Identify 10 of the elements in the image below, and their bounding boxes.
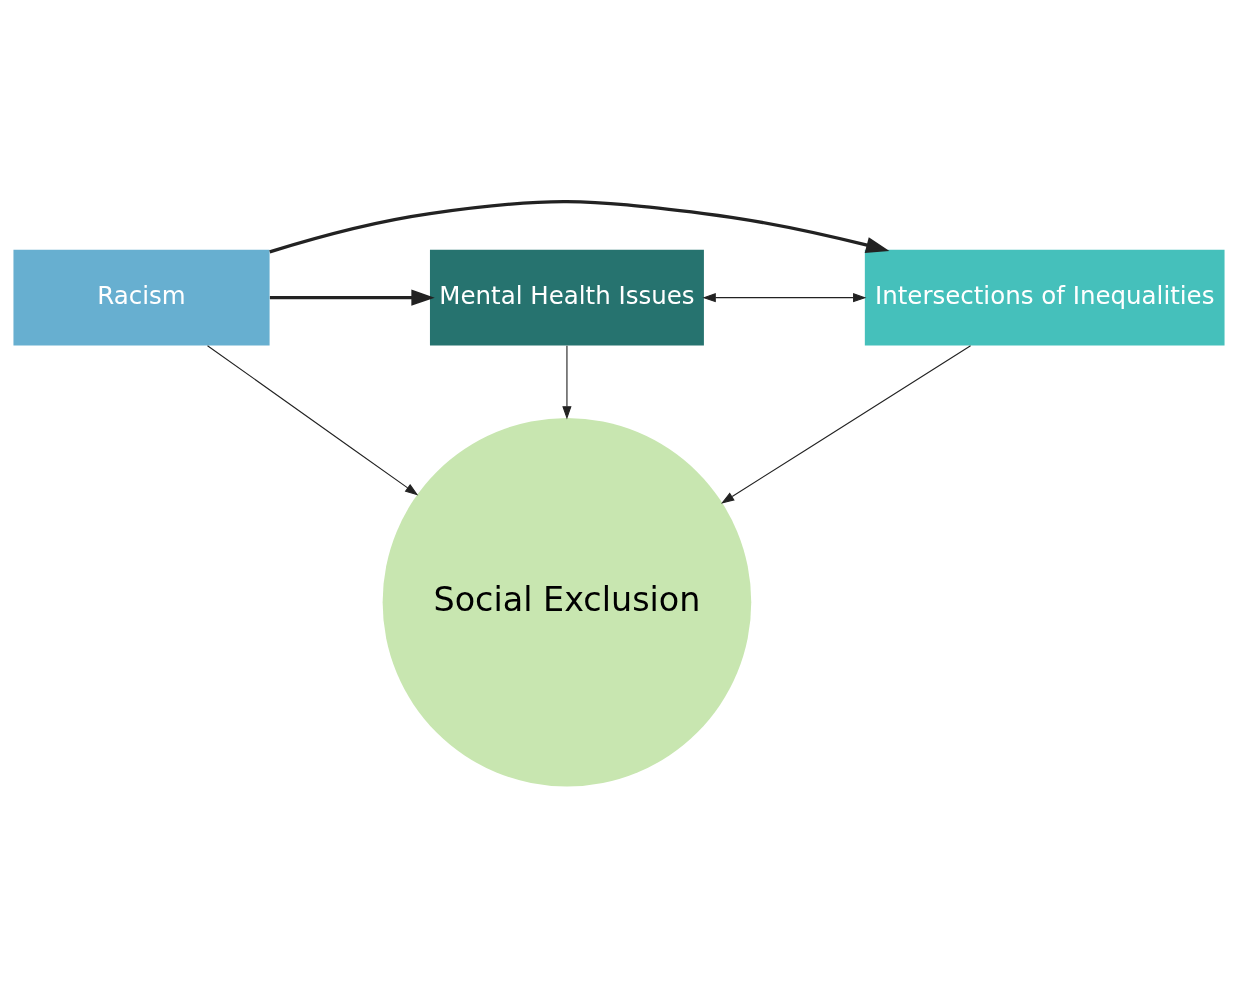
arrow — [720, 344, 972, 504]
arrow — [562, 344, 572, 419]
arrow — [269, 288, 435, 306]
arrow — [206, 344, 419, 495]
node-box: Mental Health Issues — [429, 249, 704, 346]
node-circle: Social Exclusion — [382, 417, 752, 787]
arrow — [269, 199, 890, 253]
node-box: Intersections of Inequalities — [864, 249, 1225, 346]
arrow — [702, 292, 867, 302]
node-box: Racism — [13, 249, 270, 346]
